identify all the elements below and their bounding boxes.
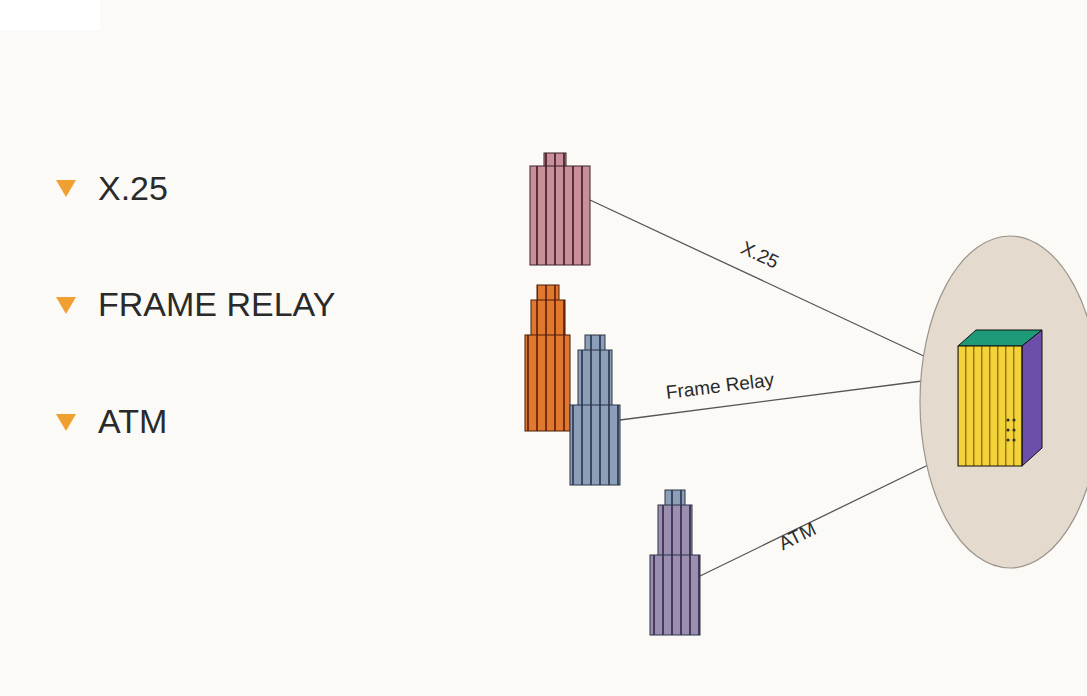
bullet-triangle — [56, 297, 76, 314]
atm-link — [698, 465, 928, 577]
bullet-triangle — [56, 414, 76, 431]
list-item: X.25 — [98, 168, 168, 208]
list-item: ATM — [98, 401, 167, 441]
building — [650, 490, 700, 635]
x25-link — [590, 200, 928, 358]
list-item: FRAME RELAY — [98, 284, 335, 324]
link-label: X.25 — [737, 237, 782, 273]
network-cloud — [920, 236, 1087, 568]
link-label: ATM — [775, 518, 819, 555]
switch-box — [958, 330, 1042, 466]
building — [525, 285, 570, 431]
corner-patch — [0, 0, 100, 30]
bullet-triangle — [56, 180, 76, 197]
building — [570, 335, 620, 485]
building — [530, 153, 590, 265]
link-label: Frame Relay — [665, 369, 776, 404]
